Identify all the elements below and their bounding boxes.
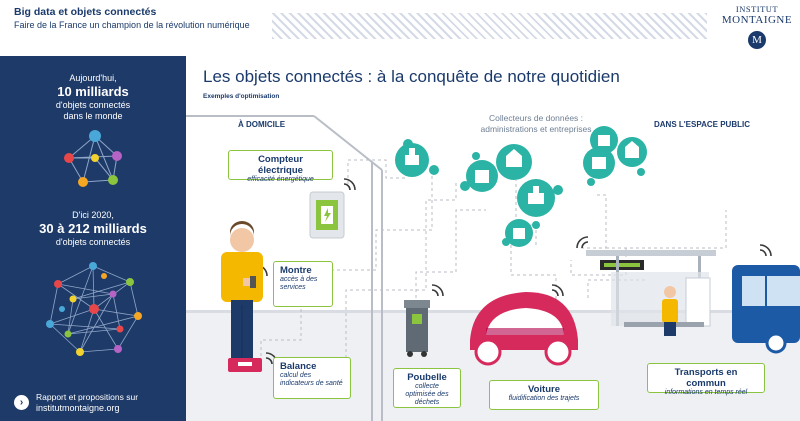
callout-watch-desc: accès à des services <box>280 276 318 292</box>
callout-public-transport-desc: informations en temps réel <box>664 389 748 396</box>
section-collectors-line2: administrations et entreprises <box>480 124 592 134</box>
callout-car-title: Voiture <box>527 384 561 395</box>
person-figure <box>221 221 263 362</box>
section-public: DANS L'ESPACE PUBLIC <box>654 120 750 129</box>
logo-line2: MONTAIGNE <box>721 14 793 26</box>
stat2-intro: D'ici 2020, <box>72 210 114 220</box>
electric-meter-icon <box>309 191 345 239</box>
wifi-signals <box>255 178 772 365</box>
callout-electric-meter-title: Compteur électrique <box>258 154 303 176</box>
stat1-line1: d'objets connectés <box>55 100 131 110</box>
stat2-value: 30 à 212 milliards <box>39 221 147 236</box>
logo-badge: M <box>748 31 766 49</box>
callout-car: Voiture fluidification des trajets <box>489 380 599 410</box>
main-subtitle: Exemples d'optimisation <box>203 93 280 100</box>
callout-public-transport: Transports en commun informations en tem… <box>647 363 765 396</box>
bus-stop-icon <box>586 250 716 336</box>
callout-trash-bin-title: Poubelle <box>407 372 447 383</box>
footer-line1: Rapport et propositions sur <box>36 392 139 402</box>
header-title: Big data et objets connectés <box>14 6 157 18</box>
header-stripes <box>272 13 707 39</box>
footer-link[interactable]: institutmontaigne.org <box>36 403 120 413</box>
callout-watch-title: Montre <box>280 265 312 276</box>
section-home: À DOMICILE <box>238 120 286 129</box>
callout-electric-meter-desc: efficacité énergétique <box>247 176 314 183</box>
callout-car-desc: fluidification des trajets <box>508 395 580 402</box>
house-outline <box>186 115 383 421</box>
callout-scale: Balance calcul des indicateurs de santé <box>273 357 351 399</box>
callout-scale-desc: calcul des indicateurs de santé <box>280 372 343 388</box>
collector-bubbles <box>395 126 647 247</box>
section-collectors-line1: Collecteurs de données : <box>488 113 584 123</box>
stat1-intro: Aujourd'hui, <box>69 73 117 83</box>
stat2-line1: d'objets connectés <box>55 237 131 247</box>
sidebar: Aujourd'hui, 10 milliards d'objets conne… <box>0 56 186 421</box>
callout-watch: Montre accès à des services <box>273 261 333 307</box>
network-large-icon <box>46 262 142 356</box>
stat1-value: 10 milliards <box>57 84 129 99</box>
callout-electric-meter: Compteur électrique efficacité énergétiq… <box>228 150 333 183</box>
bus-icon <box>732 265 800 354</box>
stat1-line2: dans le monde <box>63 111 123 121</box>
header-subtitle: Faire de la France un champion de la rév… <box>14 20 250 30</box>
network-small-icon <box>64 130 122 187</box>
callout-trash-bin-desc: collecte optimisée des déchets <box>405 383 449 407</box>
chevron-right-icon[interactable]: › <box>14 395 29 410</box>
car-icon <box>470 292 578 366</box>
callout-scale-title: Balance <box>280 361 317 372</box>
callout-public-transport-title: Transports en commun <box>674 367 738 389</box>
callout-trash-bin: Poubelle collecte optimisée des déchets <box>393 368 461 408</box>
main-title: Les objets connectés : à la conquête de … <box>203 67 620 86</box>
trash-bin-icon <box>404 300 430 357</box>
logo-line1: INSTITUT <box>735 4 779 14</box>
